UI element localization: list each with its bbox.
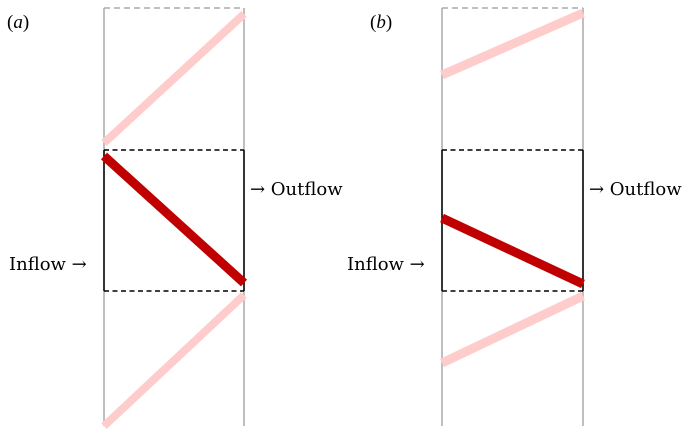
panel-label: (b) <box>370 12 392 33</box>
main-line <box>440 213 585 289</box>
periodic-image-line-lower <box>440 291 585 368</box>
panel-label: (a) <box>7 12 29 33</box>
main-line <box>100 152 248 287</box>
periodic-image-line-lower <box>101 292 247 429</box>
panel-b: (b) Inflow → → Outflow <box>347 7 682 426</box>
panel-a: (a) Inflow → → Outflow <box>7 7 343 429</box>
periodic-image-line-upper <box>440 8 585 80</box>
inflow-label: Inflow → <box>347 254 425 275</box>
periodic-image-line-upper <box>101 11 247 146</box>
inflow-label: Inflow → <box>9 254 87 275</box>
outflow-label: → Outflow <box>250 179 343 200</box>
outflow-label: → Outflow <box>589 179 682 200</box>
